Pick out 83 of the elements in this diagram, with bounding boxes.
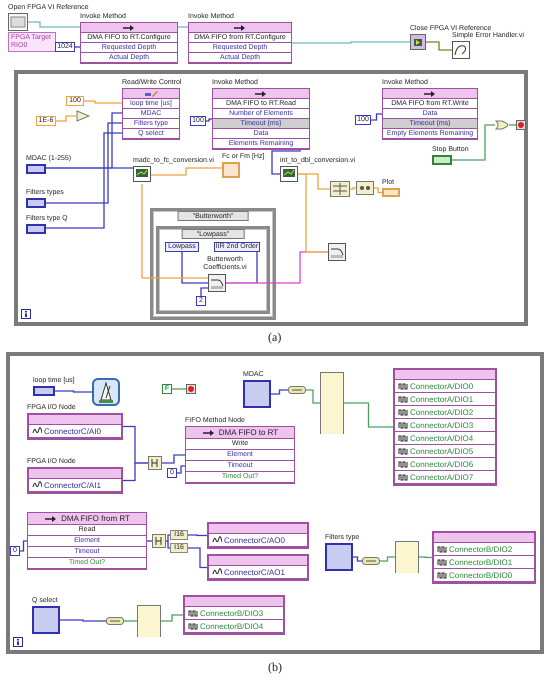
channel-name: ConnectorA/DIO7	[410, 472, 474, 482]
channel-name: ConnectorB/DIO1	[449, 558, 512, 566]
multiply-icon	[76, 110, 90, 122]
wire	[344, 402, 393, 428]
wire	[419, 556, 432, 558]
channel-name: ConnectorC/AI1	[44, 480, 101, 490]
stop-icon	[186, 384, 196, 394]
wire	[353, 556, 362, 562]
channel-name: ConnectorA/DIO3	[410, 420, 474, 430]
filter-icon	[328, 243, 346, 261]
wire	[200, 287, 208, 296]
wire	[55, 390, 92, 393]
wire	[56, 115, 76, 122]
or-gate-icon	[495, 120, 509, 130]
wire	[161, 614, 183, 622]
wire	[20, 540, 27, 552]
wire	[178, 26, 188, 28]
wire	[426, 41, 452, 51]
channel-name: ConnectorC/AO1	[224, 568, 285, 576]
channel-name: ConnectorA/DIO4	[410, 434, 474, 442]
wire	[177, 465, 185, 474]
wire	[188, 547, 207, 568]
wire	[452, 124, 495, 161]
wire	[172, 388, 186, 390]
while-loop-frame	[14, 70, 528, 326]
channel-name: ConnectorB/DIO2	[449, 544, 512, 554]
wire	[188, 534, 207, 536]
channel-name: ConnectorC/AI0	[44, 426, 101, 436]
wire	[141, 184, 208, 279]
channel-name: ConnectorC/AO0	[224, 536, 285, 544]
wire	[374, 187, 382, 194]
method-name: DMA FIFO from RT	[61, 514, 130, 523]
conversion-icon	[288, 386, 306, 394]
channel-name: ConnectorB/DIO0	[449, 570, 512, 580]
wire	[166, 540, 170, 549]
wire	[181, 252, 208, 284]
stop-icon	[516, 120, 526, 130]
bundle-icon	[356, 181, 374, 195]
wire	[298, 173, 328, 253]
method-name: DMA FIFO to RT	[218, 428, 278, 437]
array-index-icon	[395, 541, 419, 573]
wire	[371, 113, 382, 121]
wire	[271, 389, 288, 395]
while-loop-frame	[6, 352, 544, 654]
array-index-icon	[137, 605, 161, 637]
panel-label: (a)	[268, 330, 282, 345]
wire	[292, 41, 410, 44]
wire	[162, 454, 185, 464]
wire	[46, 122, 122, 204]
timer-icon	[92, 378, 120, 406]
wire	[206, 118, 212, 122]
case-structure	[150, 208, 276, 320]
channel-name: ConnectorA/DIO0	[410, 382, 474, 390]
wire	[46, 132, 122, 229]
array-index-icon	[320, 372, 344, 434]
channel-name: ConnectorA/DIO6	[410, 460, 474, 468]
wire	[306, 389, 320, 404]
channel-name: ConnectorA/DIO2	[410, 408, 474, 416]
wire	[75, 46, 80, 48]
channel-name: ConnectorB/DIO4	[200, 622, 264, 630]
join-numbers-icon	[148, 456, 162, 470]
conversion-icon	[106, 617, 124, 625]
wire	[28, 21, 80, 28]
wire	[509, 124, 516, 126]
case-structure	[156, 226, 270, 314]
wire	[84, 100, 122, 104]
wire	[151, 167, 222, 176]
wire	[166, 534, 170, 542]
channel-name: ConnectorB/DIO3	[200, 608, 264, 618]
build-array-icon	[330, 181, 350, 197]
wire	[271, 150, 301, 175]
wire	[124, 620, 137, 622]
split-number-icon	[152, 534, 166, 548]
wire	[380, 556, 395, 562]
wire	[147, 540, 152, 542]
wire	[350, 187, 356, 190]
conversion-icon	[362, 557, 380, 565]
wire	[123, 462, 148, 482]
wire	[46, 167, 133, 169]
wire	[60, 619, 106, 622]
channel-name: ConnectorA/DIO5	[410, 446, 474, 456]
channel-name: ConnectorA/DIO1	[410, 394, 474, 404]
panel-label: (b)	[268, 660, 282, 675]
